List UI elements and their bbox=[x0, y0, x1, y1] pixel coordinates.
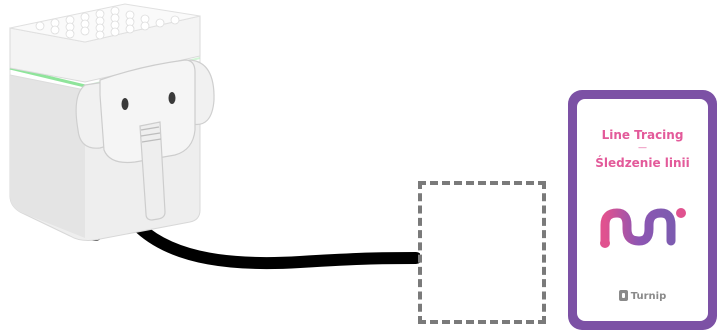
card-subtitle: Śledzenie linii bbox=[577, 155, 708, 171]
card-inner: Line Tracing — Śledzenie linii Turnip bbox=[577, 99, 708, 321]
card-title: Line Tracing bbox=[577, 127, 708, 143]
card-separator: — bbox=[577, 143, 708, 153]
line-tracing-card[interactable]: Line Tracing — Śledzenie linii Turnip bbox=[568, 90, 717, 330]
trace-line bbox=[140, 228, 416, 263]
line-trace-icon bbox=[599, 205, 687, 249]
turnip-logo-icon bbox=[619, 290, 628, 301]
brand-label: Turnip bbox=[577, 290, 708, 303]
robot-elephant-icon bbox=[0, 0, 420, 330]
brand-text: Turnip bbox=[631, 291, 666, 302]
target-area-outline bbox=[418, 181, 546, 324]
